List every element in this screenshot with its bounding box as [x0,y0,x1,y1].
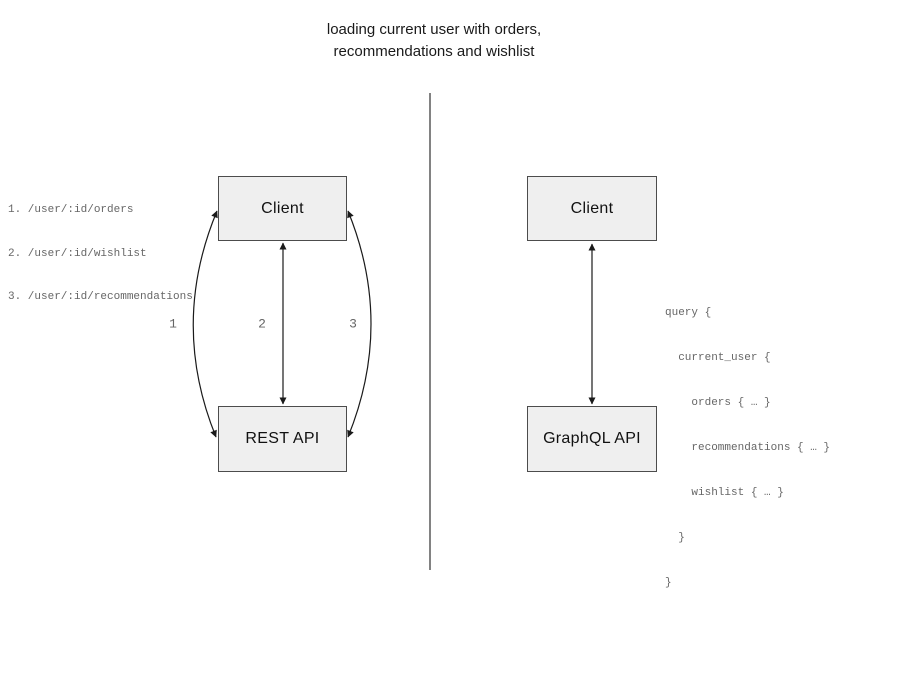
diagram-title: loading current user with orders, recomm… [327,19,541,63]
rest-client-box: Client [218,176,347,241]
arrow-label-2: 2 [258,316,266,332]
graphql-client-box: Client [527,176,657,241]
query-line-6: } [665,532,685,544]
query-line-7: } [665,577,672,589]
query-line-5: wishlist { … } [665,487,784,499]
arrow-label-1: 1 [169,316,177,332]
rest-api-box: REST API [218,406,347,472]
query-line-4: recommendations { … } [665,442,831,454]
query-line-2: current_user { [665,352,771,364]
endpoint-item-3: 3. /user/:id/recommendations [8,291,193,303]
rest-arrow-1-arc [192,210,218,438]
arrow-label-3: 3 [349,316,357,332]
graphql-query: query { current_user { orders { … } reco… [665,276,830,621]
title-line-1: loading current user with orders, [326,21,542,38]
endpoint-item-1: 1. /user/:id/orders [8,204,134,216]
query-line-3: orders { … } [665,397,771,409]
query-line-1: query { [665,307,712,319]
endpoint-item-2: 2. /user/:id/wishlist [8,247,147,260]
rest-arrow-3-arc [347,210,372,438]
graphql-api-box: GraphQL API [527,406,657,472]
title-line-2: recommendations and wishlist [333,43,535,60]
endpoint-list: 1. /user/:id/orders 2. /user/:id/wishlis… [8,174,193,334]
